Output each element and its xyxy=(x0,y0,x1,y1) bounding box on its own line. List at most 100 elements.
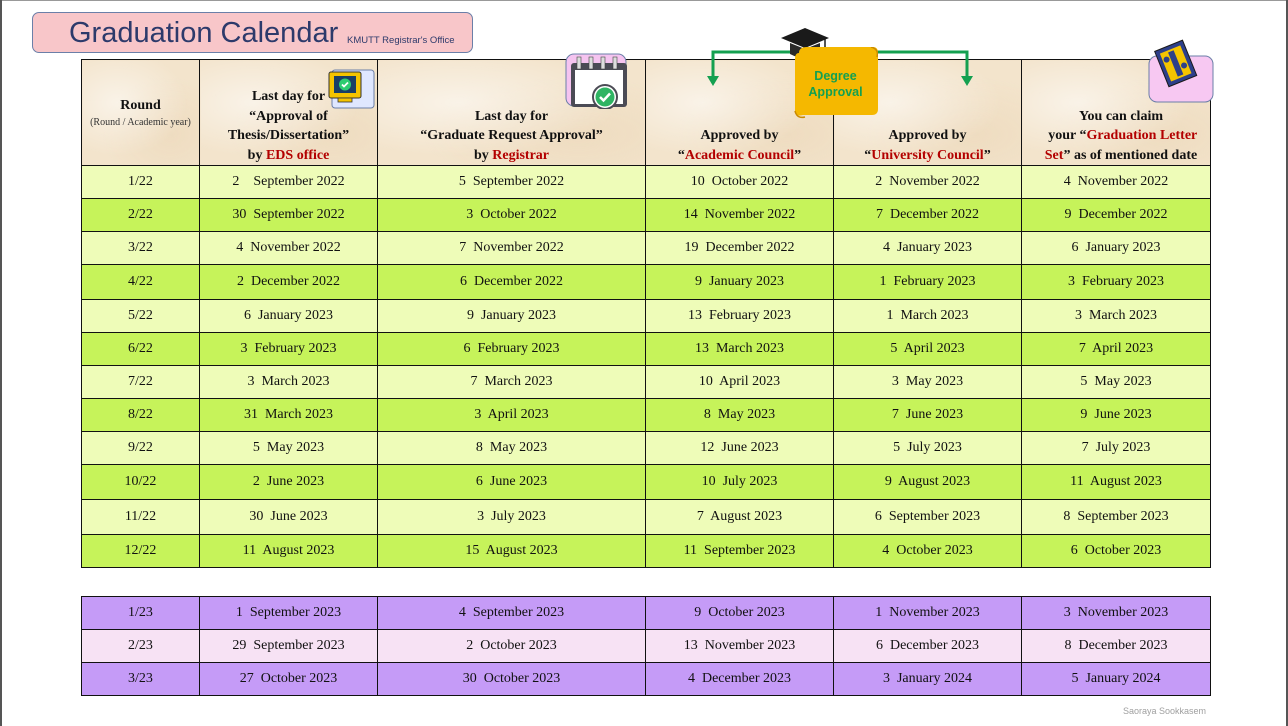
header-request-by-line: by Registrar xyxy=(378,146,645,166)
page-left-border xyxy=(0,0,2,726)
cell-round: 3/23 xyxy=(81,662,200,696)
cell-claim-date: 7 April 2023 xyxy=(1021,332,1211,366)
cell-thesis-deadline: 1 September 2023 xyxy=(199,596,378,630)
cell-claim-date: 4 November 2022 xyxy=(1021,165,1211,199)
header-request-approval: Last day for “Graduate Request Approval”… xyxy=(377,59,646,166)
cell-request-deadline: 6 December 2022 xyxy=(377,264,646,300)
monitor-check-icon xyxy=(328,69,375,109)
calendar-table-2022: Round (Round / Academic year) Last day f… xyxy=(81,59,1211,568)
header-university-open-quote: “ xyxy=(864,147,872,163)
header-claim-line3b: ” as of mentioned date xyxy=(1063,147,1198,163)
cell-claim-date: 5 May 2023 xyxy=(1021,365,1211,399)
header-university-line2: “University Council” xyxy=(834,146,1021,166)
cell-round: 4/22 xyxy=(81,264,200,300)
cell-academic-council-date: 4 December 2023 xyxy=(645,662,834,696)
degree-approval-line2: Approval xyxy=(808,85,863,99)
header-round-title: Round xyxy=(120,98,161,114)
cell-request-deadline: 8 May 2023 xyxy=(377,431,646,465)
degree-approval-line1: Degree xyxy=(814,69,857,83)
cell-university-council-date: 1 February 2023 xyxy=(833,264,1022,300)
cell-university-council-date: 7 June 2023 xyxy=(833,398,1022,432)
cell-academic-council-date: 11 September 2023 xyxy=(645,534,834,568)
cell-request-deadline: 4 September 2023 xyxy=(377,596,646,630)
cell-academic-council-date: 10 October 2022 xyxy=(645,165,834,199)
cell-claim-date: 8 September 2023 xyxy=(1021,499,1211,535)
header-thesis-line3: Thesis/Dissertation” xyxy=(227,128,350,143)
header-academic-body: Academic Council xyxy=(684,147,795,163)
header-academic-open-quote: “ xyxy=(677,147,685,163)
cell-round: 10/22 xyxy=(81,464,200,500)
cell-claim-date: 6 October 2023 xyxy=(1021,534,1211,568)
title-banner: Graduation Calendar KMUTT Registrar's Of… xyxy=(32,12,473,53)
cell-round: 6/22 xyxy=(81,332,200,366)
page-title: Graduation Calendar xyxy=(69,17,339,49)
header-claim-line2a: your “ xyxy=(1048,128,1087,143)
cell-round: 3/22 xyxy=(81,231,200,265)
cell-round: 2/22 xyxy=(81,198,200,232)
author-credit: Saoraya Sookkasem xyxy=(1122,706,1206,716)
cell-thesis-deadline: 2 June 2023 xyxy=(199,464,378,500)
cell-request-deadline: 15 August 2023 xyxy=(377,534,646,568)
header-claim-line2b: Graduation Letter xyxy=(1086,128,1198,143)
cell-academic-council-date: 9 January 2023 xyxy=(645,264,834,300)
cell-university-council-date: 7 December 2022 xyxy=(833,198,1022,232)
header-academic-line2: “Academic Council” xyxy=(646,146,833,166)
cell-university-council-date: 2 November 2022 xyxy=(833,165,1022,199)
cell-university-council-date: 3 May 2023 xyxy=(833,365,1022,399)
cell-claim-date: 5 January 2024 xyxy=(1021,662,1211,696)
cell-thesis-deadline: 29 September 2023 xyxy=(199,629,378,663)
cell-request-deadline: 6 June 2023 xyxy=(377,464,646,500)
cell-academic-council-date: 13 March 2023 xyxy=(645,332,834,366)
cell-university-council-date: 5 April 2023 xyxy=(833,332,1022,366)
cell-academic-council-date: 12 June 2023 xyxy=(645,431,834,465)
cell-round: 5/22 xyxy=(81,299,200,333)
cell-thesis-deadline: 3 March 2023 xyxy=(199,365,378,399)
cell-round: 1/23 xyxy=(81,596,200,630)
header-university-line1: Approved by xyxy=(888,128,967,143)
certificate-book-icon xyxy=(1148,39,1214,103)
header-claim-line3a: Set xyxy=(1044,147,1064,163)
cell-claim-date: 6 January 2023 xyxy=(1021,231,1211,265)
page-top-border xyxy=(0,0,1288,1)
cell-thesis-deadline: 2 December 2022 xyxy=(199,264,378,300)
header-thesis-line1: Last day for xyxy=(251,89,326,104)
cell-university-council-date: 1 November 2023 xyxy=(833,596,1022,630)
cell-claim-date: 11 August 2023 xyxy=(1021,464,1211,500)
arrow-down-icon xyxy=(707,76,719,86)
header-request-by: by xyxy=(473,147,489,163)
header-round-subtitle: (Round / Academic year) xyxy=(90,116,191,128)
cell-academic-council-date: 8 May 2023 xyxy=(645,398,834,432)
page-right-border xyxy=(1286,0,1288,726)
header-academic-close-quote: ” xyxy=(794,147,802,163)
header-claim-letter: You can claim your “Graduation Letter Se… xyxy=(1021,59,1211,166)
cell-claim-date: 9 December 2022 xyxy=(1021,198,1211,232)
page-subtitle: KMUTT Registrar's Office xyxy=(347,35,455,46)
cell-claim-date: 9 June 2023 xyxy=(1021,398,1211,432)
cell-request-deadline: 30 October 2023 xyxy=(377,662,646,696)
cell-thesis-deadline: 11 August 2023 xyxy=(199,534,378,568)
header-thesis-office: EDS office xyxy=(265,147,330,163)
header-claim-line3: Set” as of mentioned date xyxy=(1032,146,1210,166)
cell-thesis-deadline: 4 November 2022 xyxy=(199,231,378,265)
header-thesis-by-line: by EDS office xyxy=(200,146,377,166)
cell-university-council-date: 6 December 2023 xyxy=(833,629,1022,663)
header-academic-line1: Approved by xyxy=(700,128,779,143)
cell-claim-date: 3 November 2023 xyxy=(1021,596,1211,630)
cell-thesis-deadline: 5 May 2023 xyxy=(199,431,378,465)
cell-request-deadline: 9 January 2023 xyxy=(377,299,646,333)
cell-thesis-deadline: 30 June 2023 xyxy=(199,499,378,535)
header-request-office: Registrar xyxy=(492,147,550,163)
cell-thesis-deadline: 2 September 2022 xyxy=(199,165,378,199)
calendar-check-icon xyxy=(565,53,627,109)
